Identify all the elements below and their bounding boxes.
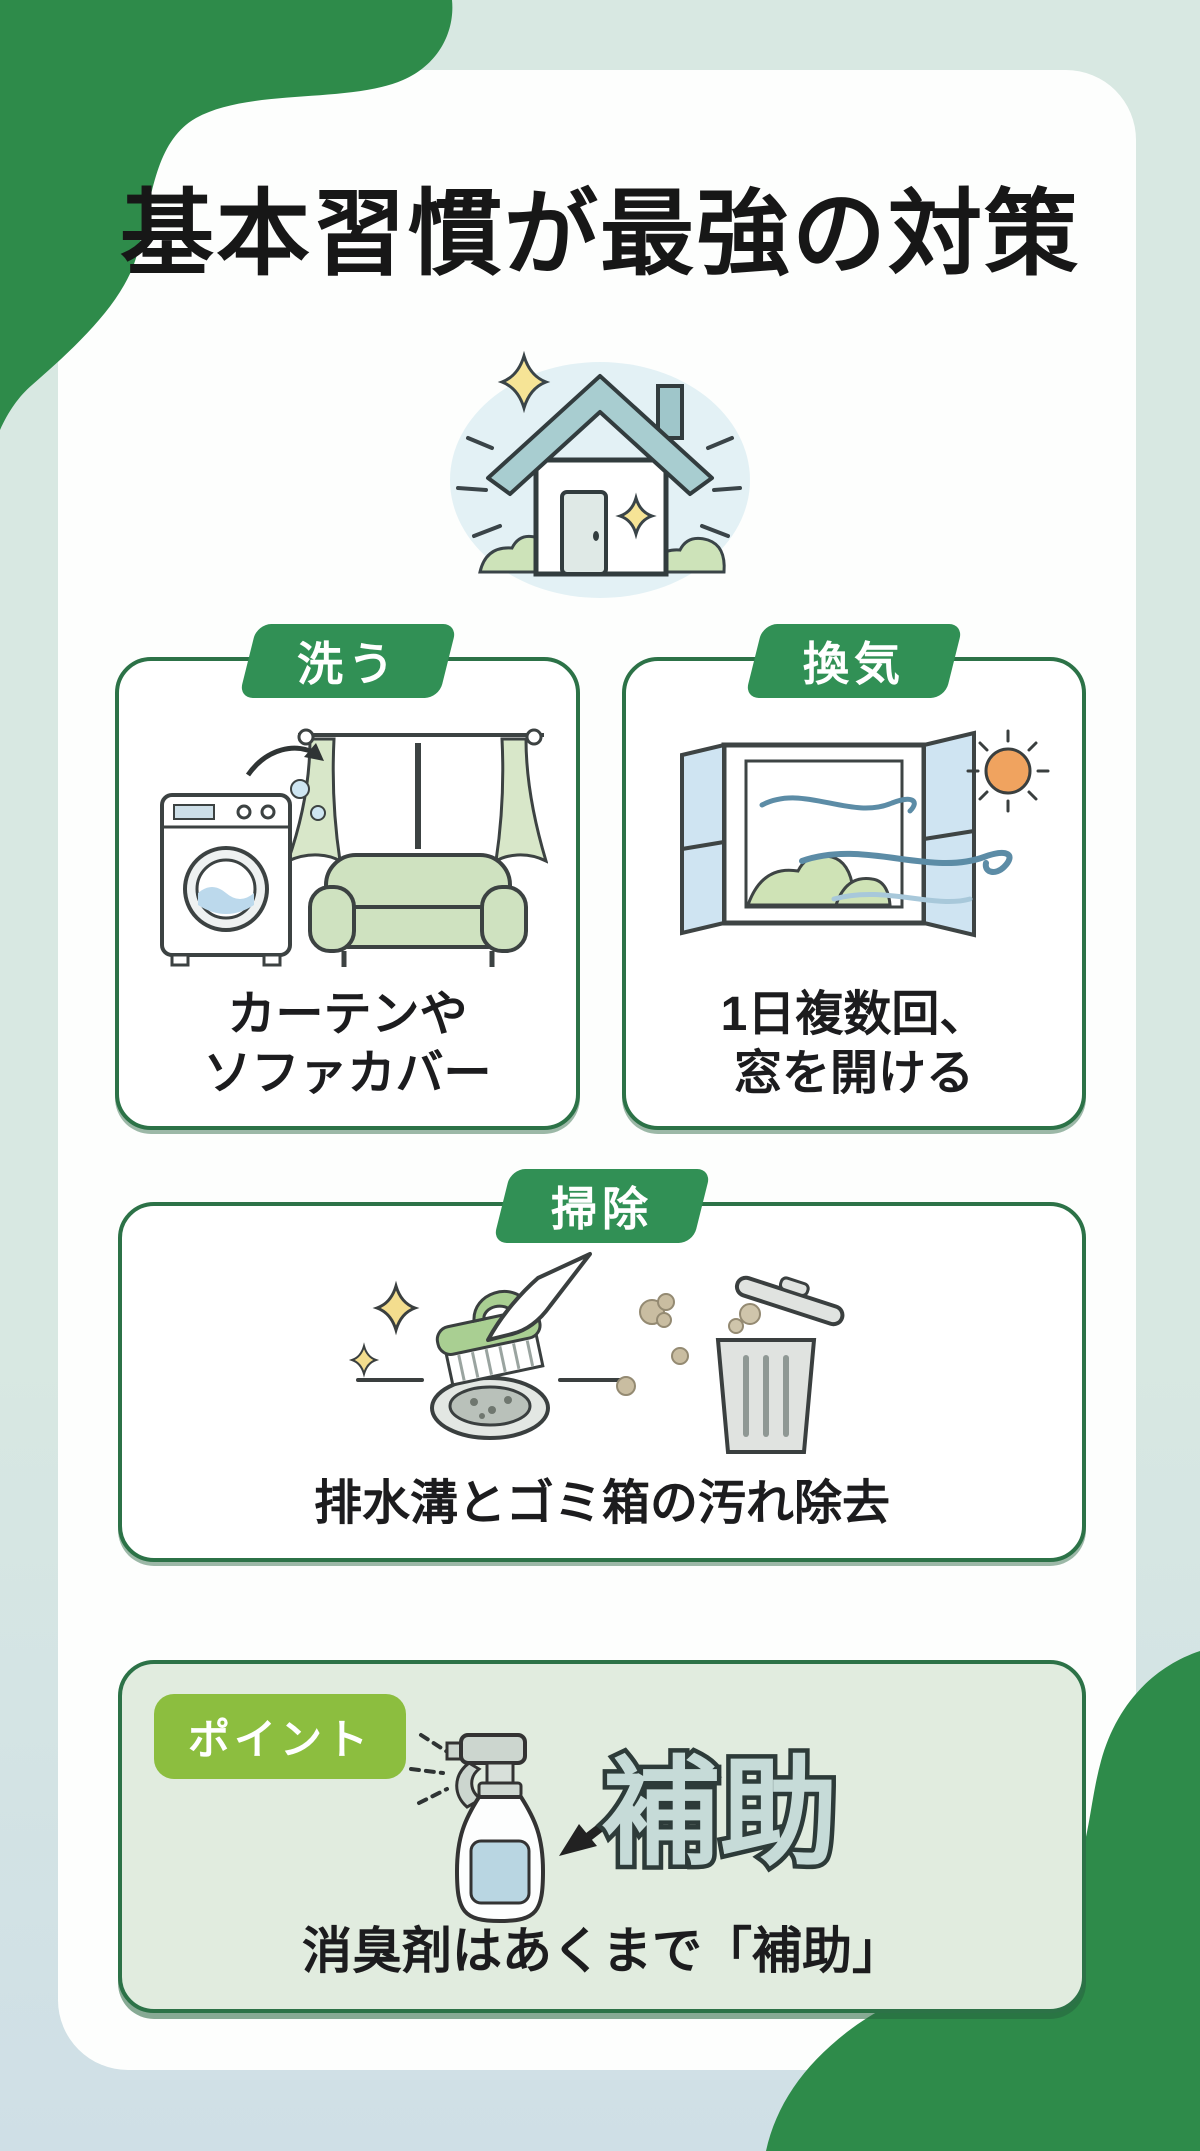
card-wash: 洗う xyxy=(115,624,580,1130)
drain-icon xyxy=(430,1376,550,1440)
card-point: ポイント 補助 消臭剤はあくまで「補助」 xyxy=(118,1660,1086,2013)
card-wash-line2: ソファカバー xyxy=(203,1047,492,1101)
drain-trash-illustration xyxy=(348,1252,845,1454)
hojo-outline-text: 補助 xyxy=(598,1744,843,1885)
tab-ventilation: 換気 xyxy=(744,624,964,698)
door xyxy=(560,490,608,576)
open-window-icon xyxy=(680,730,976,938)
bottom-right-green-blob xyxy=(766,1651,1200,2151)
hand-icon xyxy=(486,1252,592,1342)
ray-lines xyxy=(456,436,742,538)
dirt-icon xyxy=(616,1293,689,1396)
tab-cleaning: 掃除 xyxy=(492,1169,712,1243)
tab-ventilation-label: 換気 xyxy=(803,638,905,690)
card-ventilation-line2: 窓を開ける xyxy=(733,1047,974,1101)
sparkle-icon xyxy=(615,492,657,540)
tab-cleaning-label: 掃除 xyxy=(551,1183,653,1235)
tab-wash: 洗う xyxy=(238,624,457,698)
card-cleaning-text: 排水溝とゴミ箱の汚れ除去 xyxy=(313,1477,890,1531)
tab-wash-label: 洗う xyxy=(296,638,399,690)
sofa-icon xyxy=(307,853,528,967)
washing-machine-sofa-illustration xyxy=(159,728,548,967)
card-wash-text: カーテンや ソファカバー xyxy=(119,985,576,1104)
sparkle-icon xyxy=(348,1342,380,1378)
curtain-icon xyxy=(284,728,548,864)
top-left-green-blob xyxy=(0,0,453,430)
sparkle-icon xyxy=(372,1280,420,1336)
hojo-label: 補助 xyxy=(602,1748,838,1880)
card-ventilation-text: 1日複数回、 窓を開ける xyxy=(626,985,1082,1104)
spray-mist xyxy=(409,1733,451,1805)
open-window-illustration xyxy=(680,729,1050,938)
washing-machine-icon xyxy=(159,793,292,967)
bubble-arrow-icon xyxy=(245,743,326,821)
sparkling-house-icon xyxy=(450,350,750,598)
trash-can-icon xyxy=(715,1275,845,1454)
card-ventilation: 換気 xyxy=(622,624,1086,1130)
wind-icon xyxy=(759,795,1013,904)
card-wash-line1: カーテンや xyxy=(227,987,468,1041)
point-badge: ポイント xyxy=(154,1694,407,1779)
roof xyxy=(486,374,714,496)
spray-bottle-icon xyxy=(409,1733,546,1924)
sun-icon xyxy=(966,729,1050,813)
arrow-icon xyxy=(559,1792,644,1856)
card-cleaning: 掃除 xyxy=(118,1169,1086,1562)
sparkle-icon xyxy=(497,350,551,414)
page-title: 基本習慣が最強の対策 xyxy=(119,181,1080,286)
card-ventilation-line1: 1日複数回、 xyxy=(720,987,988,1041)
card-point-text: 消臭剤はあくまで「補助」 xyxy=(302,1923,902,1979)
